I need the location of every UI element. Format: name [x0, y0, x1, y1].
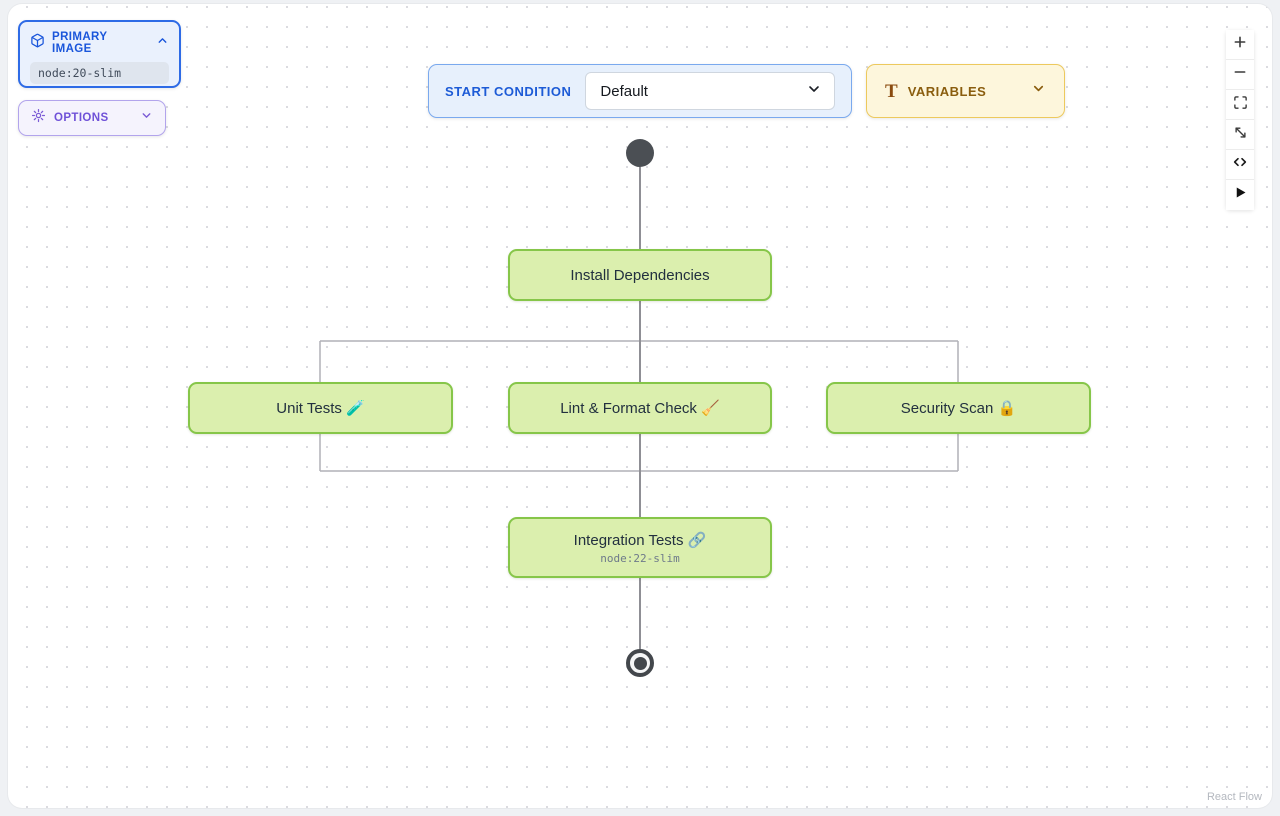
- end-node[interactable]: [626, 649, 654, 677]
- primary-image-value: node:20-slim: [30, 62, 169, 84]
- node-title: Lint & Format Check 🧹: [560, 400, 720, 417]
- node-title: Integration Tests 🔗: [573, 531, 707, 549]
- package-icon: [30, 33, 45, 53]
- plus-icon: [1232, 34, 1248, 55]
- zoom-in-button[interactable]: [1226, 30, 1254, 60]
- code-icon: [1232, 154, 1248, 175]
- chevron-down-icon: [806, 81, 822, 101]
- variables-panel[interactable]: T VARIABLES: [866, 64, 1065, 118]
- node-lint-format-check[interactable]: Lint & Format Check 🧹: [508, 382, 772, 434]
- move-diagonal-icon: [1233, 125, 1248, 145]
- node-title: Unit Tests 🧪: [276, 400, 365, 417]
- start-condition-label: START CONDITION: [445, 83, 572, 99]
- fit-view-icon: [1233, 95, 1248, 115]
- start-condition-selected-value: Default: [600, 82, 648, 100]
- primary-image-header[interactable]: PRIMARY IMAGE: [30, 31, 169, 55]
- flow-canvas[interactable]: Install Dependencies Unit Tests 🧪 Lint &…: [8, 4, 1272, 808]
- zoom-out-button[interactable]: [1226, 60, 1254, 90]
- node-install-dependencies[interactable]: Install Dependencies: [508, 249, 772, 301]
- primary-image-panel: PRIMARY IMAGE node:20-slim: [18, 20, 181, 88]
- variables-label: VARIABLES: [907, 83, 987, 99]
- start-condition-select[interactable]: Default: [585, 72, 835, 110]
- end-node-dot: [633, 656, 647, 670]
- text-variable-icon: T: [885, 80, 898, 102]
- start-condition-panel: START CONDITION Default: [428, 64, 852, 118]
- primary-image-label: PRIMARY IMAGE: [52, 31, 108, 55]
- code-view-button[interactable]: [1226, 150, 1254, 180]
- options-label: OPTIONS: [54, 112, 109, 124]
- play-icon: [1233, 185, 1248, 205]
- node-title: Security Scan 🔒: [900, 400, 1017, 417]
- react-flow-attribution[interactable]: React Flow: [1198, 788, 1270, 806]
- chevron-up-icon: [156, 34, 169, 52]
- minus-icon: [1232, 64, 1248, 85]
- start-node[interactable]: [626, 139, 654, 167]
- node-security-scan[interactable]: Security Scan 🔒: [826, 382, 1091, 434]
- node-integration-tests[interactable]: Integration Tests 🔗 node:22-slim: [508, 517, 772, 578]
- node-title: Install Dependencies: [570, 266, 710, 284]
- chevron-down-icon: [140, 109, 153, 127]
- chevron-down-icon: [1031, 81, 1046, 101]
- expand-button[interactable]: [1226, 120, 1254, 150]
- flow-controls: [1226, 30, 1254, 210]
- run-button[interactable]: [1226, 180, 1254, 210]
- node-unit-tests[interactable]: Unit Tests 🧪: [188, 382, 453, 434]
- fit-view-button[interactable]: [1226, 90, 1254, 120]
- gear-icon: [31, 108, 46, 128]
- node-image-subtitle: node:22-slim: [600, 551, 680, 565]
- options-panel[interactable]: OPTIONS: [18, 100, 166, 136]
